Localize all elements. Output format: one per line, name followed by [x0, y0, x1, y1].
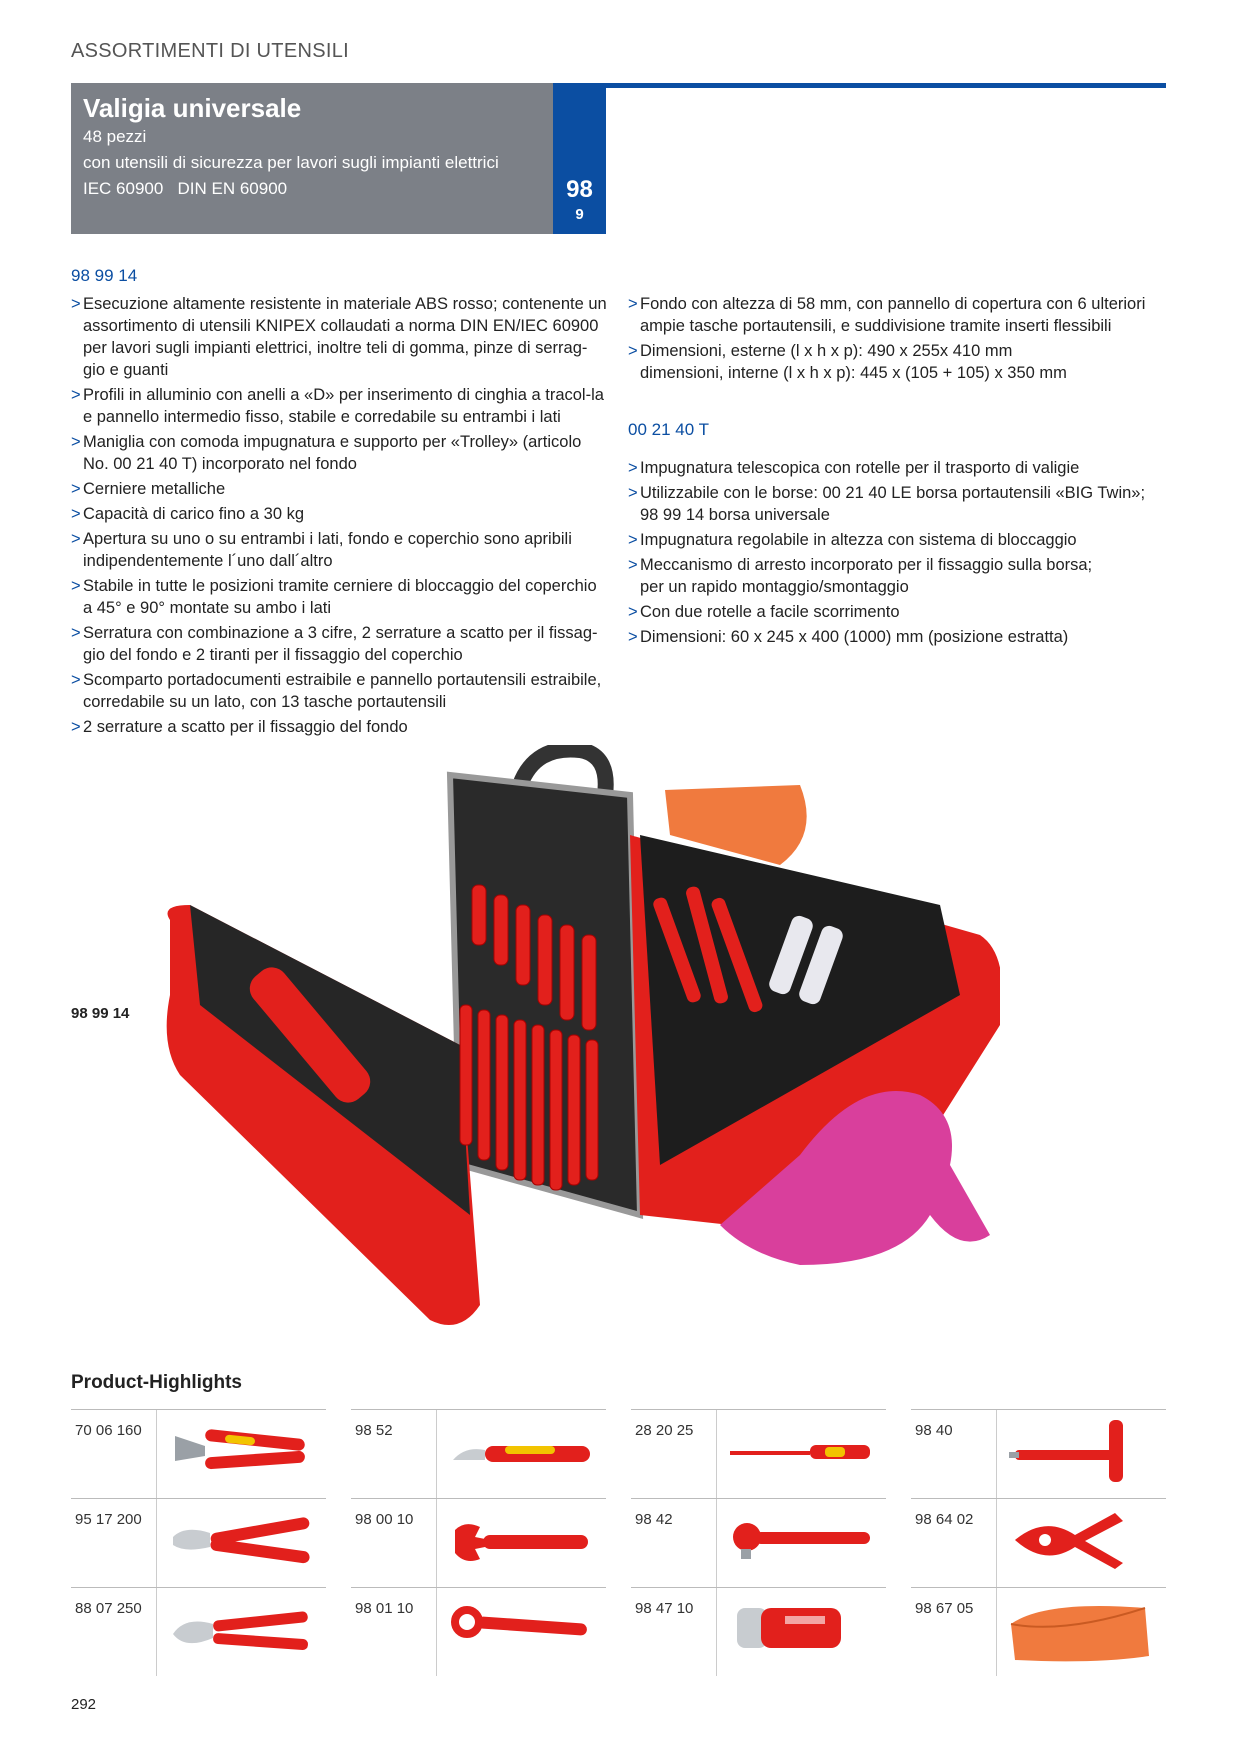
article-code-heading: 98 99 14: [71, 266, 138, 285]
highlight-cell[interactable]: 98 52: [351, 1409, 606, 1498]
list-item: Stabile in tutte le posizioni tramite ce…: [71, 575, 608, 619]
chapter-tab-sub: 9: [575, 206, 584, 223]
list-item: Maniglia con comoda impugnatura e suppor…: [71, 431, 608, 475]
list-item: Meccanismo di arresto incorporato per il…: [628, 554, 1168, 598]
photo-caption: 98 99 14: [71, 1005, 130, 1022]
highlight-code: 98 40: [915, 1422, 953, 1439]
highlight-cell[interactable]: 98 00 10: [351, 1498, 606, 1587]
highlight-code: 88 07 250: [75, 1600, 142, 1617]
highlight-cell[interactable]: 70 06 160: [71, 1409, 326, 1498]
gloves-icon: [720, 1091, 990, 1265]
socket-icon: [737, 1608, 841, 1648]
list-item: Dimensioni: 60 x 245 x 400 (1000) mm (po…: [628, 626, 1168, 648]
section-title: ASSORTIMENTI DI UTENSILI: [71, 40, 349, 62]
trolley-code-heading: 00 21 40 T: [628, 420, 709, 439]
cable-shears-icon: [173, 1517, 310, 1564]
highlight-cell[interactable]: 98 64 02: [911, 1498, 1166, 1587]
highlight-cell[interactable]: 88 07 250: [71, 1587, 326, 1676]
highlight-code: 70 06 160: [75, 1422, 142, 1439]
list-item: Impugnatura regolabile in altezza con si…: [628, 529, 1168, 551]
list-item: Serratura con combinazione a 3 cifre, 2 …: [71, 622, 608, 666]
highlight-code: 98 52: [355, 1422, 393, 1439]
list-item: 2 serrature a scatto per il fissaggio de…: [71, 716, 608, 738]
header-line-pieces: 48 pezzi: [83, 127, 147, 146]
list-item: Apertura su uno o su entrambi i lati, fo…: [71, 528, 608, 572]
highlight-cell[interactable]: 28 20 25: [631, 1409, 886, 1498]
highlights-title: Product-Highlights: [71, 1372, 242, 1393]
list-item: Con due rotelle a facile scorrimento: [628, 601, 1168, 623]
page-number: 292: [71, 1696, 97, 1713]
highlight-code: 95 17 200: [75, 1511, 142, 1528]
insulated-handle-icon: [249, 967, 371, 1103]
list-item: Fondo con altezza di 58 mm, con pannello…: [628, 293, 1168, 337]
list-item: Impugnatura telescopica con rotelle per …: [628, 457, 1168, 479]
feature-list-case: Esecuzione altamente resistente in mater…: [71, 293, 608, 741]
pliers-set-icon: [653, 886, 763, 1013]
header-blue-rule: [606, 83, 1166, 88]
tool-case-photo: [166, 745, 1000, 1325]
highlight-code: 98 64 02: [915, 1511, 974, 1528]
highlight-code: 28 20 25: [635, 1422, 694, 1439]
screwdriver-icon: [730, 1445, 870, 1459]
highlight-cell[interactable]: 98 47 10: [631, 1587, 886, 1676]
voltage-tester-icon: [769, 915, 843, 1005]
highlight-code: 98 47 10: [635, 1600, 694, 1617]
highlight-code: 98 00 10: [355, 1511, 414, 1528]
highlight-cell[interactable]: 95 17 200: [71, 1498, 326, 1587]
cable-knife-icon: [453, 1446, 590, 1462]
highlights-grid: 70 06 160 98 52 28 20 25: [71, 1409, 1166, 1676]
insulating-sheet-icon: [1010, 1606, 1149, 1662]
header-line-standards: IEC 60900 DIN EN 60900: [83, 179, 288, 198]
list-item: Profili in alluminio con anelli a «D» pe…: [71, 384, 608, 428]
highlight-code: 98 01 10: [355, 1600, 414, 1617]
highlight-cell[interactable]: 98 67 05: [911, 1587, 1166, 1676]
screwdriver-set-icon: [471, 884, 597, 1031]
open-end-wrench-icon: [455, 1524, 588, 1561]
list-item: Cerniere metalliche: [71, 478, 608, 500]
highlight-code: 98 42: [635, 1511, 673, 1528]
highlight-cell[interactable]: 98 01 10: [351, 1587, 606, 1676]
product-title: Valigia universale: [83, 93, 302, 123]
ring-spanner-icon: [451, 1606, 587, 1638]
wrench-set-icon: [459, 1004, 599, 1191]
list-item: Esecuzione altamente resistente in mater…: [71, 293, 608, 381]
highlight-cell[interactable]: 98 42: [631, 1498, 886, 1587]
feature-list-trolley: Impugnatura telescopica con rotelle per …: [628, 457, 1168, 651]
list-item: Dimensioni, esterne (l x h x p): 490 x 2…: [628, 340, 1168, 384]
diagonal-cutter-icon: [175, 1429, 305, 1470]
case-handle-icon: [512, 745, 614, 796]
chapter-tab: 98 9: [553, 83, 606, 234]
ratchet-icon: [733, 1523, 870, 1559]
t-handle-wrench-icon: [1009, 1420, 1123, 1482]
highlight-cell[interactable]: 98 40: [911, 1409, 1166, 1498]
product-header: Valigia universale 48 pezzi con utensili…: [71, 83, 553, 234]
rubber-sheet-icon: [665, 785, 807, 865]
highlight-code: 98 67 05: [915, 1600, 974, 1617]
fuse-puller-icon: [1015, 1513, 1123, 1569]
list-item: Capacità di carico fino a 30 kg: [71, 503, 608, 525]
list-item: Utilizzabile con le borse: 00 21 40 LE b…: [628, 482, 1168, 526]
feature-list-dimensions: Fondo con altezza di 58 mm, con pannello…: [628, 293, 1168, 387]
list-item: Scomparto portadocumenti estraibile e pa…: [71, 669, 608, 713]
chapter-tab-number: 98: [566, 176, 593, 203]
header-line-description: con utensili di sicurezza per lavori sug…: [83, 153, 499, 172]
water-pump-pliers-icon: [173, 1611, 308, 1650]
